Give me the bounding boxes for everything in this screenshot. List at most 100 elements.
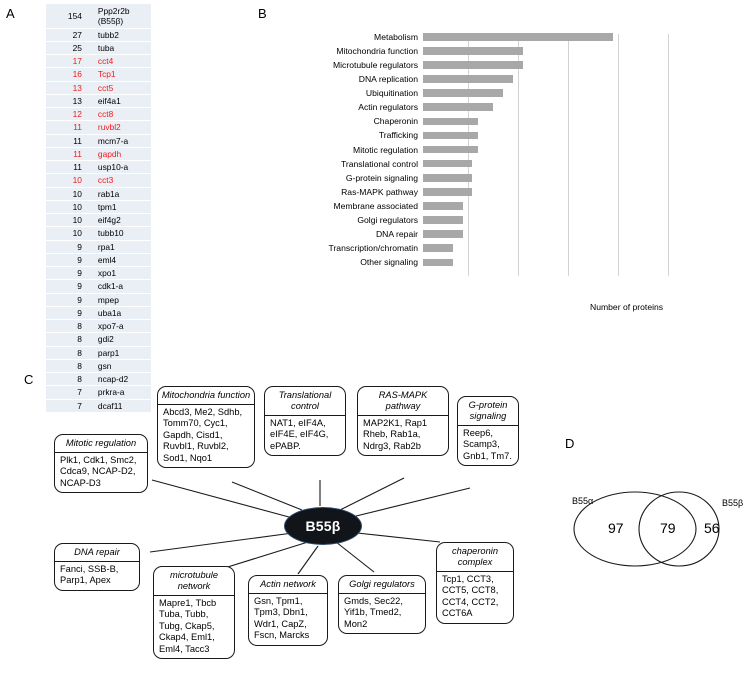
bar-chart-row: Ubiquitination <box>258 86 728 100</box>
protein-name: mpep <box>90 293 151 307</box>
bar <box>423 258 453 267</box>
bar-chart-row: Trafficking <box>258 129 728 143</box>
protein-count: 13 <box>46 94 91 109</box>
bar-category-label: Ubiquitination <box>365 88 418 99</box>
protein-name: tubb2 <box>90 28 151 42</box>
protein-name: prkra-a <box>90 385 151 400</box>
bar-category-label: Golgi regulators <box>357 214 418 225</box>
bar-category-label: G-protein signaling <box>345 172 418 183</box>
bar-chart-row: Microtubule regulators <box>258 58 728 72</box>
bar-track <box>423 58 723 72</box>
bar-track <box>423 213 723 227</box>
protein-name: gsn <box>90 359 151 374</box>
bar <box>423 61 523 69</box>
protein-name: cdk1-a <box>90 279 151 294</box>
bar-category-label: Ras-MAPK pathway <box>341 186 418 197</box>
venn-label-right: B55β <box>722 498 744 508</box>
link-dna-repair <box>149 531 301 553</box>
protein-name: dcaf11 <box>90 399 151 413</box>
gene-box-chaperonin-complex[interactable]: chaperonin complex Tcp1, CCT3, CCT5, CCT… <box>436 542 514 624</box>
bar-category-label: DNA replication <box>358 74 418 85</box>
protein-count: 8 <box>46 319 91 334</box>
protein-name: ruvbl2 <box>90 120 151 135</box>
gene-box-g-protein-signaling[interactable]: G-protein signaling Reep6, Scamp3, Gnb1,… <box>457 396 519 467</box>
bar <box>423 89 503 97</box>
protein-name: rab1a <box>90 187 151 201</box>
venn-count-right-only: 56 <box>704 520 720 536</box>
gene-box-title: chaperonin complex <box>437 543 513 572</box>
protein-count: 17 <box>46 54 91 69</box>
bar <box>423 117 478 126</box>
bar-track <box>423 44 723 58</box>
bar-track <box>423 256 723 270</box>
venn-ellipse-b55b <box>638 491 720 567</box>
protein-name: Ppp2r2b (B55β) <box>90 4 151 29</box>
bar-track <box>423 227 723 241</box>
bar-track <box>423 72 723 86</box>
gene-box-mitochondria-function[interactable]: Mitochondria function Abcd3, Me2, Sdhb, … <box>157 386 255 469</box>
protein-count: 12 <box>46 107 91 122</box>
protein-count: 8 <box>46 332 91 347</box>
protein-name: gdi2 <box>90 332 151 347</box>
link-mitotic-regulation <box>151 479 301 521</box>
bar-chart-row: Translational control <box>258 157 728 171</box>
bar-chart-row: DNA repair <box>258 227 728 241</box>
gene-box-title: DNA repair <box>55 544 139 562</box>
protein-count: 11 <box>46 120 91 135</box>
bar <box>423 216 463 224</box>
venn-count-left-only: 97 <box>608 520 624 536</box>
protein-name: tubb10 <box>90 226 151 241</box>
gene-box-ras-mapk-pathway[interactable]: RAS-MAPK pathway MAP2K1, Rap1 Rheb, Rab1… <box>357 386 449 457</box>
protein-count: 8 <box>46 359 91 374</box>
bar-category-label: Mitotic regulation <box>353 144 418 155</box>
panel-d-venn-diagram: B55α B55β 97 79 56 <box>556 484 750 614</box>
gene-box-translational-control[interactable]: Translational control NAT1, eIF4A, eIF4E… <box>264 386 346 457</box>
center-node-b55b[interactable]: B55β <box>284 507 362 545</box>
gene-box-body: Mapre1, Tbcb Tuba, Tubb, Tubg, Ckap5, Ck… <box>159 597 217 654</box>
gene-box-microtubule-network[interactable]: microtubule network Mapre1, Tbcb Tuba, T… <box>153 566 235 660</box>
bar-chart-row: Chaperonin <box>258 115 728 129</box>
protein-count: 10 <box>46 200 91 215</box>
gene-box-body: Abcd3, Me2, Sdhb, Tomm70, Cyc1, Gapdh, C… <box>163 406 243 463</box>
bar <box>423 188 472 196</box>
bar <box>423 47 523 55</box>
bar-category-label: Membrane associated <box>333 200 418 211</box>
gene-box-mitotic-regulation[interactable]: Mitotic regulation Plk1, Cdk1, Smc2, Cdc… <box>54 434 148 494</box>
venn-count-intersection: 79 <box>660 520 676 536</box>
gene-box-golgi-regulators[interactable]: Golgi regulators Gmds, Sec22, Yif1b, Tme… <box>338 575 426 635</box>
bar-track <box>423 185 723 199</box>
protein-name: ncap-d2 <box>90 372 151 387</box>
bar-category-label: Microtubule regulators <box>332 59 418 70</box>
bar <box>423 145 478 154</box>
protein-count: 9 <box>46 293 91 307</box>
bar <box>423 33 613 41</box>
gene-box-actin-network[interactable]: Actin network Gsn, Tpm1, Tpm3, Dbn1, Wdr… <box>248 575 328 646</box>
protein-count: 10 <box>46 226 91 241</box>
bar-chart-row: Other signaling <box>258 256 728 270</box>
protein-count: 9 <box>46 240 91 254</box>
link-microtubule-network <box>217 541 309 571</box>
protein-name: usp10-a <box>90 160 151 175</box>
bar-chart-row: DNA replication <box>258 72 728 86</box>
bar-track <box>423 171 723 185</box>
protein-name: uba1a <box>90 306 151 321</box>
bar <box>423 131 478 140</box>
gene-box-dna-repair[interactable]: DNA repair Fanci, SSB-B, Parp1, Apex <box>54 543 140 591</box>
